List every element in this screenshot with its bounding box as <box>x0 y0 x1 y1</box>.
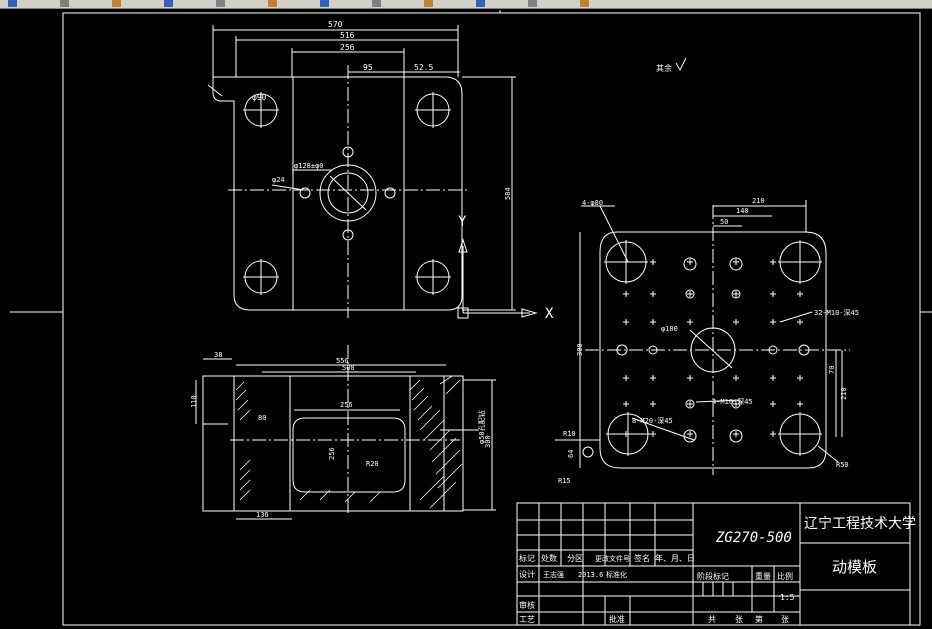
sheet-label: 第 <box>755 614 763 624</box>
hole-corner-label: φ90 <box>252 93 267 102</box>
save-icon[interactable] <box>60 0 69 7</box>
roughness-mark <box>675 57 687 72</box>
review-label: 审核 <box>519 600 535 610</box>
standardize-label: 标准化 <box>606 570 627 579</box>
weight-label: 重量 <box>755 571 771 581</box>
bore-label: φ128±φ0 <box>294 162 324 170</box>
r15-label: R15 <box>558 477 571 485</box>
roughness-label: 其余 <box>656 63 672 73</box>
header-date: 年、月、日 <box>655 553 695 563</box>
copy-icon[interactable] <box>216 0 225 7</box>
scale-value: 1:5 <box>780 593 795 602</box>
pan-icon[interactable] <box>424 0 433 7</box>
redo-icon[interactable] <box>372 0 381 7</box>
holes-note: 4-φ80 <box>582 199 603 207</box>
small-hole-label: φ24 <box>272 176 285 184</box>
cad-toolbar <box>0 0 932 9</box>
top-view <box>207 25 516 318</box>
dim-70: 70 <box>828 366 836 374</box>
ucs-axis-icon <box>457 238 538 319</box>
part-name: 动模板 <box>832 558 877 576</box>
dim-210: 210 <box>752 197 765 205</box>
zoom-icon[interactable] <box>476 0 485 7</box>
bottom-view-dimensions: 4-φ80 210 140 50 φ100 32-M10-深45 4-M10-深… <box>558 197 859 485</box>
print-icon[interactable] <box>112 0 121 7</box>
cut-icon[interactable] <box>164 0 173 7</box>
dim-bottom: 256 <box>328 447 336 460</box>
dim-inner: 500 <box>342 364 355 372</box>
section-view <box>195 345 496 520</box>
center-hole-label: φ100 <box>661 325 678 333</box>
dim-210-vertical: 210 <box>840 387 848 400</box>
title-block <box>516 502 911 626</box>
school-name: 辽宁工程技术大学 <box>804 515 916 532</box>
header-mark: 标记 <box>519 553 535 563</box>
r50-label: R50 <box>836 461 849 469</box>
dim-300-bottom: 300 <box>576 343 584 356</box>
sheet-suffix-label: 张 <box>781 615 789 624</box>
top-view-dimensions: 570 516 256 95 52.5 584 φ90 φ128±φ0 φ24 <box>252 20 512 200</box>
undo-icon[interactable] <box>320 0 329 7</box>
header-signature: 签名 <box>634 553 650 563</box>
header-change-doc: 更改文件号 <box>595 554 630 563</box>
header-zone: 分区 <box>567 554 583 563</box>
dim-overall-width: 570 <box>328 20 343 29</box>
axis-x-label: X <box>545 306 554 322</box>
r10-label: R10 <box>563 430 576 438</box>
model-code: ZG270-500 <box>715 530 792 546</box>
dim-300: 300 <box>484 435 492 448</box>
approve-label: 批准 <box>609 614 625 624</box>
thread-lower-label: 8-M20-深45 <box>632 416 673 425</box>
dim-step: 38 <box>214 351 222 359</box>
dim-136: 136 <box>256 511 269 519</box>
design-date: 2013.6 <box>578 571 603 579</box>
dim-edge: 52.5 <box>414 63 433 72</box>
thread-right-label: 32-M10-深45 <box>814 308 859 317</box>
thread-mid-label: 4-M10-深45 <box>712 397 753 406</box>
dim-center-width: 256 <box>340 43 355 52</box>
process-label: 工艺 <box>519 615 535 624</box>
stage-label: 阶段标记 <box>697 571 729 581</box>
section-hatching <box>235 375 463 509</box>
bottom-view-crosses <box>623 259 803 437</box>
dim-offset: 95 <box>363 63 373 72</box>
dim-50: 50 <box>720 218 728 226</box>
dim-side-note: φ50孔配钻 <box>477 410 486 444</box>
dim-140: 140 <box>736 207 749 215</box>
paste-icon[interactable] <box>268 0 277 7</box>
dim-height: 584 <box>504 187 512 200</box>
title-block-text: ZG270-500 辽宁工程技术大学 动模板 标记 处数 分区 更改文件号 签名… <box>519 515 916 624</box>
dim-r20: R20 <box>366 460 379 468</box>
dim-110: 110 <box>190 395 198 408</box>
sheets-total-label: 共 <box>708 615 716 624</box>
dim-inner-width: 516 <box>340 31 355 40</box>
properties-icon[interactable] <box>580 0 589 7</box>
dim-80: 80 <box>258 414 266 422</box>
designer-name: 王志强 <box>543 570 564 579</box>
dim-64: 64 <box>567 450 575 458</box>
scale-label: 比例 <box>777 571 793 581</box>
bottom-view <box>555 200 850 475</box>
open-icon[interactable] <box>8 0 17 7</box>
dim-width: 556 <box>336 357 349 365</box>
axis-y-label: Y <box>458 214 467 230</box>
sheets-num-label: 张 <box>735 615 743 624</box>
dim-pocket: 256 <box>340 401 353 409</box>
design-label: 设计 <box>519 569 535 579</box>
drawing-frame <box>10 10 932 626</box>
section-view-dimensions: 38 556 500 256 80 110 136 R20 300 φ50孔配钻… <box>190 351 492 519</box>
layer-icon[interactable] <box>528 0 537 7</box>
header-count: 处数 <box>541 553 557 563</box>
